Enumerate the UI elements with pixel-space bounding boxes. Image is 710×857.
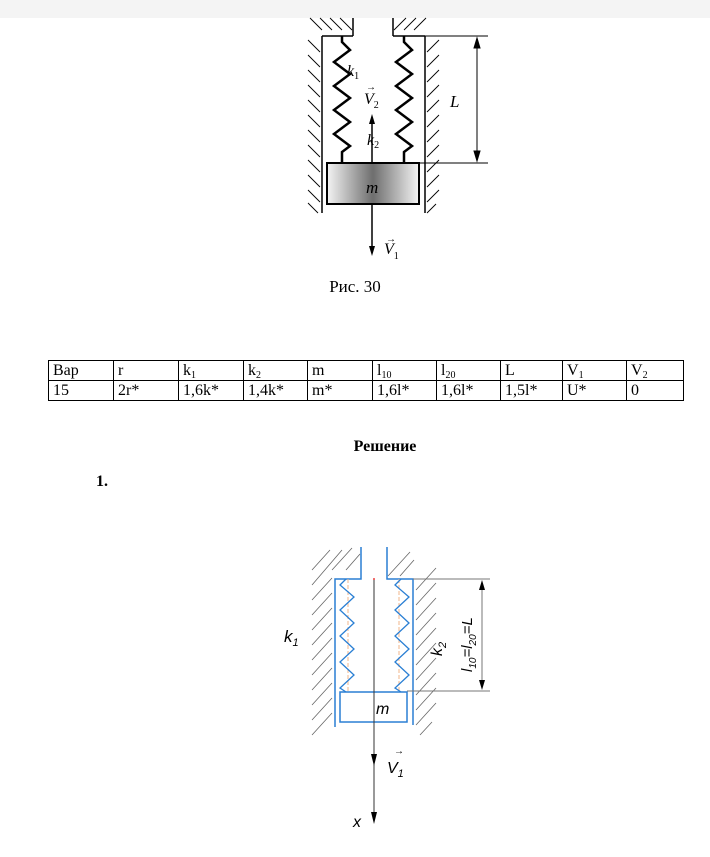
svg-text:→: → bbox=[394, 746, 404, 757]
header-cell: V1 bbox=[562, 360, 627, 381]
table-cell: 1,4k* bbox=[243, 380, 308, 401]
table-cell: 1,6k* bbox=[178, 380, 244, 401]
header-cell: Вар bbox=[48, 360, 114, 381]
header-cell: k2 bbox=[243, 360, 308, 381]
solution-diagram: k1 k2 l10=l20=L m → V1 x bbox=[284, 547, 490, 831]
parameters-table: Вар r k1 k2 m l10 l20 L V1 V2 15 2r* 1,6… bbox=[48, 360, 684, 401]
label-k1: k1 bbox=[284, 627, 299, 649]
top-band bbox=[0, 0, 710, 18]
header-cell: L bbox=[500, 360, 563, 381]
label-x: x bbox=[352, 814, 362, 831]
header-cell: k1 bbox=[178, 360, 244, 381]
figure-30-diagram: k1 V2 → k2 L m → V1 bbox=[307, 17, 488, 262]
label-k2: k2 bbox=[429, 642, 449, 656]
step-number: 1. bbox=[96, 473, 108, 490]
header-cell: r bbox=[113, 360, 179, 381]
table-cell: 0 bbox=[626, 380, 684, 401]
v2-arrowhead bbox=[369, 114, 375, 124]
spring-k1 bbox=[331, 36, 353, 163]
spring-k2 bbox=[393, 578, 410, 693]
v1-arrowhead bbox=[371, 754, 377, 766]
label-v1: V1 bbox=[384, 241, 399, 262]
header-cell: V2 bbox=[626, 360, 684, 381]
label-dimension: l10=l20=L bbox=[459, 617, 479, 672]
table-cell: 1,5l* bbox=[500, 380, 563, 401]
label-m: m bbox=[376, 701, 389, 718]
table-cell: m* bbox=[307, 380, 373, 401]
right-wall bbox=[392, 17, 440, 214]
table-cell: 1,6l* bbox=[436, 380, 501, 401]
spring-k2 bbox=[393, 36, 415, 163]
figure-caption: Рис. 30 bbox=[329, 277, 381, 296]
label-m: m bbox=[366, 178, 378, 197]
dimension-L bbox=[419, 35, 488, 164]
label-v1: V1 bbox=[387, 760, 404, 780]
mass-block bbox=[326, 162, 420, 205]
left-wall bbox=[307, 17, 354, 214]
right-wall-outline bbox=[386, 547, 414, 725]
header-cell: m bbox=[307, 360, 373, 381]
dimension-line bbox=[407, 578, 490, 692]
label-v2: V2 bbox=[364, 91, 379, 111]
svg-text:→: → bbox=[366, 82, 376, 93]
v1-arrowhead bbox=[369, 246, 375, 256]
table-cell: 1,6l* bbox=[372, 380, 437, 401]
header-cell: l20 bbox=[436, 360, 501, 381]
table-header-row: Вар r k1 k2 m l10 l20 L V1 V2 bbox=[48, 360, 684, 381]
label-k2: k2 bbox=[367, 132, 379, 151]
table-row: 15 2r* 1,6k* 1,4k* m* 1,6l* 1,6l* 1,5l* … bbox=[48, 380, 684, 401]
svg-text:→: → bbox=[386, 234, 396, 245]
header-cell: l10 bbox=[372, 360, 437, 381]
hatch-left bbox=[311, 547, 361, 736]
label-k1: k1 bbox=[347, 63, 359, 82]
spring-k1 bbox=[338, 578, 355, 693]
table-cell: U* bbox=[562, 380, 627, 401]
table-cell: 2r* bbox=[113, 380, 179, 401]
x-axis-arrowhead bbox=[371, 812, 377, 824]
label-L: L bbox=[449, 92, 459, 111]
solution-heading: Решение bbox=[353, 438, 417, 455]
table-cell: 15 bbox=[48, 380, 114, 401]
